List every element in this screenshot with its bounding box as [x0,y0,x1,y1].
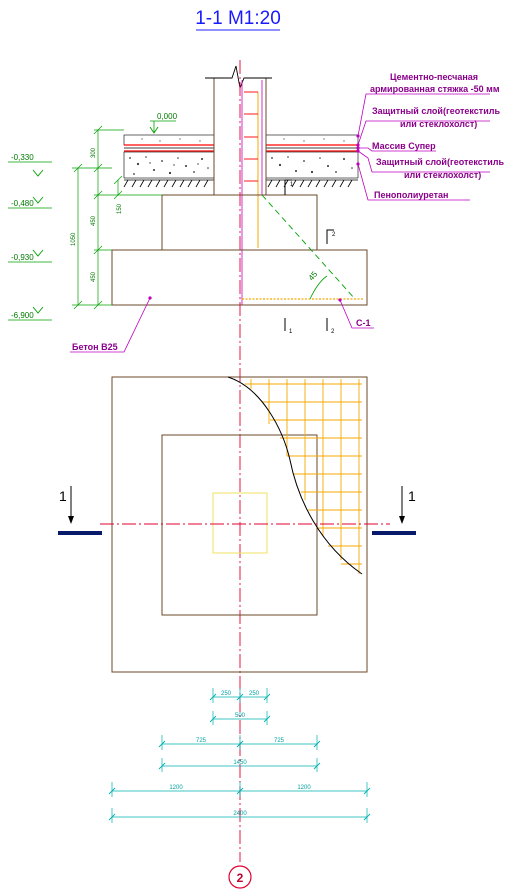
drawing-title: 1-1 М1:20 [195,8,281,29]
column [205,65,272,195]
dim-text: 1050 [71,232,77,246]
section-view: 45 0,000 -0,330 -0,480 [8,60,504,862]
label-screed-1: Цементно-песчаная [390,72,478,82]
plan-cutaway-line [227,376,363,575]
level-text: -0,930 [11,253,34,262]
label-protect-1a: Защитный слой(геотекстиль [372,106,500,116]
rebar-mark-text: 1 [290,182,294,188]
dim-text: 250 [221,691,232,697]
dim-text: 500 [235,713,246,719]
plan-inner-step [161,434,318,616]
punching-line [261,194,356,300]
section-marker-left: 1 [58,486,102,535]
dim-text: 725 [274,738,285,744]
level-text: -6,900 [11,311,34,320]
angle-arc [309,275,328,300]
level-mark: -0,480 [8,196,52,209]
label-mesh-mark: С-1 [356,318,371,328]
level-mark: -0,930 [8,249,52,263]
dim-text: 2400 [233,811,247,817]
footing [111,194,368,306]
level-mark: -6,900 [8,306,52,321]
dim-text: 300 [91,147,97,158]
floor-layers-left [123,134,215,179]
dim-text: 725 [196,738,207,744]
level-mark: -0,330 [8,153,52,177]
label-protect-2b: или стеклохолст) [404,170,481,180]
dim-text: 450 [91,271,97,282]
dim-text: 1450 [233,760,247,766]
column-rebar [241,80,263,305]
vertical-dimension-texts: 300 450 450 1050 150 [71,147,123,282]
dimension-ticks [108,693,371,821]
plan-view: 1 1 [58,376,416,673]
axis-bubble: 2 [228,865,252,889]
label-protect-1b: или стеклохолст) [400,119,477,129]
label-protect-2a: Защитный слой(геотекстиль [376,157,504,167]
plan-rebar-grid [245,379,362,574]
section-mark-text: 1 [59,488,67,504]
rebar-mark-text: 1 [289,329,293,335]
level-marks: -0,330 -0,480 -0,930 -6,900 [8,153,52,321]
leader-arrows [148,134,360,302]
axis-label: 2 [237,871,244,885]
floor-layers-right [265,134,359,179]
label-massif: Массив Супер [372,141,436,151]
section-marker-right: 1 [372,486,416,535]
layer-leaders [70,93,490,353]
level-text: -0,330 [11,153,34,162]
plan-column [212,492,268,554]
horizontal-dimensions [111,688,368,823]
ground-hatch-left [123,179,214,188]
level-text: -0,480 [11,199,34,208]
vertical-dimensions [72,125,162,310]
ground-hatch-right [266,179,358,188]
label-concrete: Бетон В25 [72,342,118,352]
rebar-mark-text: 2 [331,329,335,335]
horizontal-dimension-texts: 250 250 500 725 725 1450 1200 1200 2400 [169,691,311,817]
label-screed-2: армированная стяжка -50 мм [370,84,500,94]
rebar-mark-text: 2 [332,232,336,238]
section-mark-text: 1 [408,488,416,504]
level-zero-text: 0,000 [157,112,178,121]
dim-text: 1200 [169,785,183,791]
dim-text: 450 [91,215,97,226]
plan-outer-slab [111,376,368,673]
dim-text: 150 [117,203,123,214]
rebar-marks [284,179,334,331]
dim-text: 1200 [297,785,311,791]
dim-text: 250 [249,691,260,697]
label-foam: Пенополиуретан [374,190,449,200]
angle-value: 45 [307,269,320,282]
level-zero: 0,000 [149,112,178,134]
